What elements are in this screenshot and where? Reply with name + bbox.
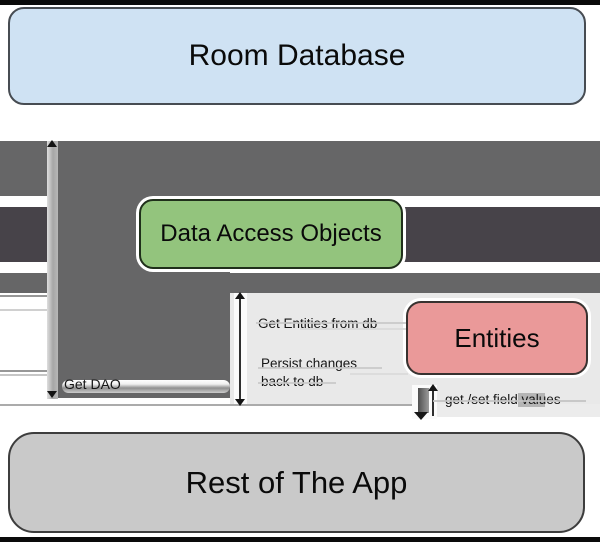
room-database-label: Room Database xyxy=(188,39,406,72)
arrow-up-icon xyxy=(235,292,245,299)
arrow-down-icon xyxy=(414,412,428,420)
get-dao-vertical-arrow xyxy=(47,141,58,399)
get-dao-label: Get DAO xyxy=(64,376,121,392)
room-database-box: Room Database xyxy=(8,7,586,105)
left-thin-line-4 xyxy=(0,374,47,376)
strike-line xyxy=(258,367,382,369)
left-thin-line-1 xyxy=(0,295,47,297)
persist-changes-label-line2: back to db xyxy=(261,374,323,389)
entities-box: Entities xyxy=(406,301,588,375)
rest-of-the-app-box: Rest of The App xyxy=(8,432,585,533)
strike-line xyxy=(350,373,408,375)
entities-app-arrow-line xyxy=(432,388,434,416)
labels-panel-extension xyxy=(437,404,600,417)
get-dao-band xyxy=(62,380,230,393)
strike-line xyxy=(433,400,586,402)
entities-app-arrow-bar xyxy=(418,388,429,413)
entities-label: Entities xyxy=(454,322,540,353)
arrow-down-icon xyxy=(47,391,57,398)
frame-top-strip xyxy=(0,0,600,5)
data-access-objects-label: Data Access Objects xyxy=(160,220,382,247)
arrow-down-icon xyxy=(235,399,245,406)
arrow-block-vertical xyxy=(58,141,230,398)
rest-of-the-app-label: Rest of The App xyxy=(185,464,408,500)
arrow-up-icon xyxy=(428,384,438,391)
dao-entities-arrow-line xyxy=(239,296,241,400)
arrow-up-icon xyxy=(47,140,57,147)
get-set-field-values-label: get /set field values xyxy=(445,392,561,407)
strike-line xyxy=(300,328,406,330)
frame-bottom-strip xyxy=(0,537,600,542)
horizontal-thin-line xyxy=(0,404,418,406)
left-thin-line-2 xyxy=(0,309,47,311)
data-access-objects-box: Data Access Objects xyxy=(139,199,403,269)
left-thin-line-3 xyxy=(0,370,47,372)
strike-line xyxy=(256,322,406,324)
strike-line xyxy=(258,382,336,384)
